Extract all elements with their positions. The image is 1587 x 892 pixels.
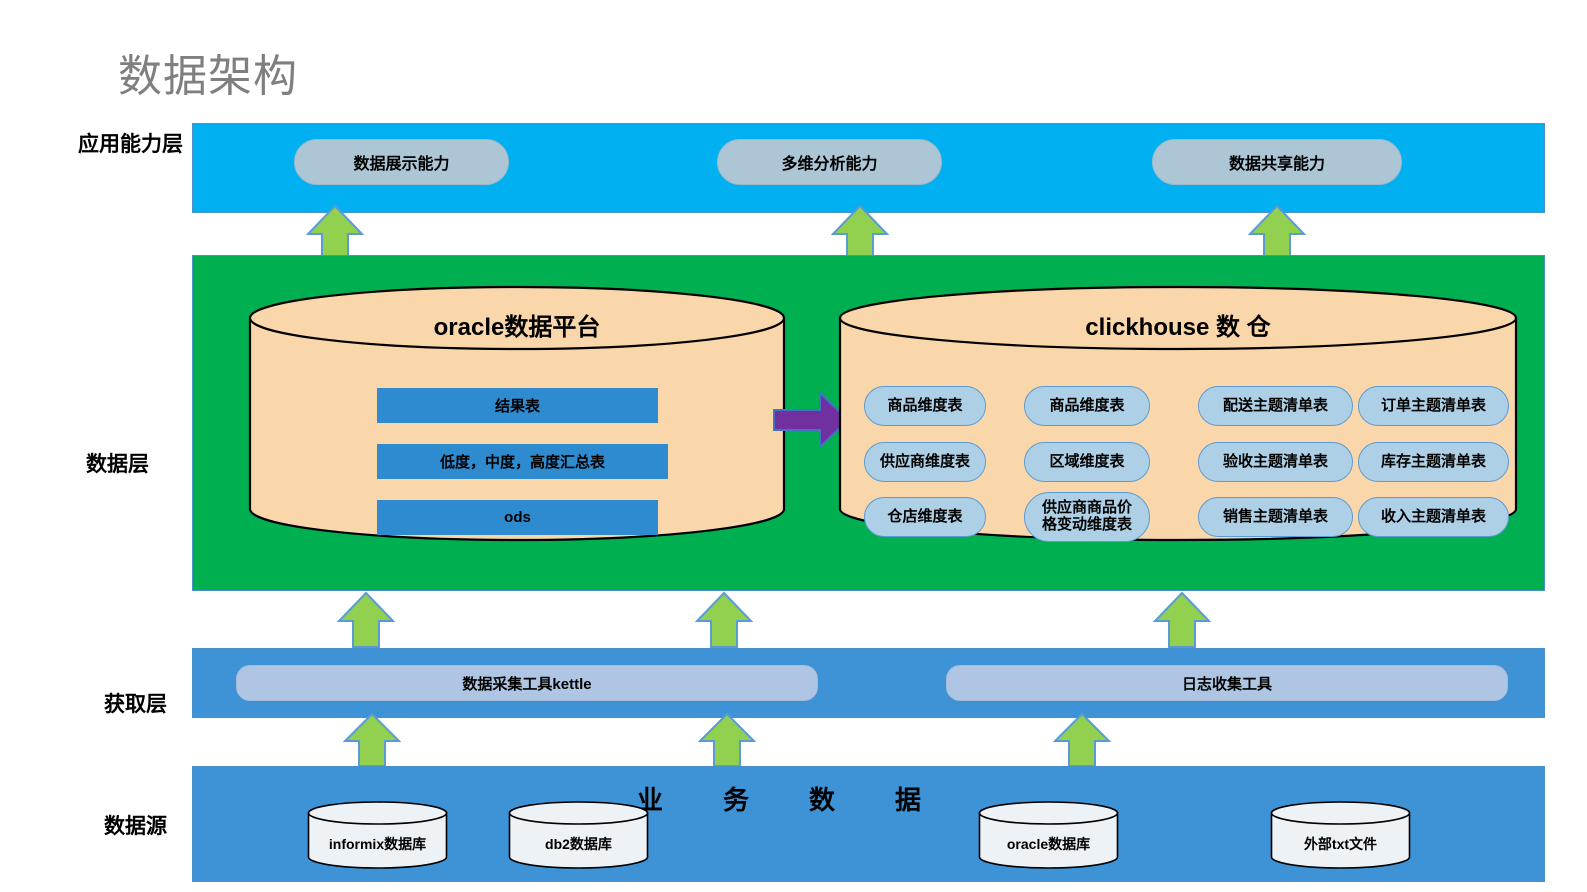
- source-db-label: oracle数据库: [1006, 836, 1091, 852]
- capability-label: 数据共享能力: [1228, 156, 1325, 173]
- clickhouse-warehouse-cylinder: [838, 285, 1518, 542]
- clickhouse-pill-label: 配送主题清单表: [1222, 396, 1328, 414]
- oracle-table-summary[interactable]: 低度，中度，高度汇总表: [377, 444, 668, 479]
- clickhouse-pill-8[interactable]: 库存主题清单表: [1358, 442, 1509, 482]
- clickhouse-cylinder-title: clickhouse 数 仓: [1085, 314, 1271, 341]
- capability-label: 数据展示能力: [353, 156, 450, 173]
- clickhouse-pill-5[interactable]: 供应商维度表: [864, 442, 986, 482]
- clickhouse-pill-label: 销售主题清单表: [1222, 507, 1328, 525]
- clickhouse-pill-1[interactable]: 商品维度表: [864, 386, 986, 426]
- clickhouse-pill-label: 供应商商品价格变动维度表: [1041, 499, 1132, 533]
- capability-data-presentation[interactable]: 数据展示能力: [294, 139, 509, 185]
- up-arrow-acquisition-to-data-2: [694, 591, 754, 649]
- clickhouse-pill-label: 收入主题清单表: [1380, 507, 1486, 525]
- source-db-label: db2数据库: [545, 836, 612, 852]
- clickhouse-pill-4[interactable]: 订单主题清单表: [1358, 386, 1509, 426]
- up-arrow-source-to-acquisition-2: [697, 712, 757, 768]
- clickhouse-pill-label: 商品维度表: [1049, 396, 1125, 414]
- up-arrow-source-to-acquisition-1: [342, 712, 402, 768]
- clickhouse-pill-label: 订单主题清单表: [1380, 396, 1486, 414]
- clickhouse-pill-label: 区域维度表: [1049, 452, 1125, 470]
- source-db-external-txt[interactable]: 外部txt文件: [1270, 801, 1411, 869]
- capability-multidim-analysis[interactable]: 多维分析能力: [717, 139, 942, 185]
- layer-label-data: 数据层: [86, 453, 149, 476]
- oracle-table-ods[interactable]: ods: [377, 500, 658, 535]
- acquisition-tool-label: 数据采集工具kettle: [462, 675, 592, 693]
- clickhouse-pill-11[interactable]: 销售主题清单表: [1198, 497, 1353, 537]
- capability-data-sharing[interactable]: 数据共享能力: [1152, 139, 1402, 185]
- clickhouse-pill-12[interactable]: 收入主题清单表: [1358, 497, 1509, 537]
- layer-label-application: 应用能力层: [78, 133, 183, 156]
- clickhouse-pill-9[interactable]: 仓店维度表: [864, 497, 986, 537]
- oracle-data-platform-cylinder: [248, 285, 786, 542]
- clickhouse-pill-10[interactable]: 供应商商品价格变动维度表: [1024, 492, 1150, 542]
- flow-arrow-oracle-to-clickhouse: [772, 390, 850, 450]
- source-db-db2[interactable]: db2数据库: [508, 801, 649, 869]
- clickhouse-pill-7[interactable]: 验收主题清单表: [1198, 442, 1353, 482]
- up-arrow-acquisition-to-data-3: [1152, 591, 1212, 649]
- page-title: 数据架构: [118, 52, 298, 101]
- up-arrow-acquisition-to-data-1: [336, 591, 396, 649]
- source-heading: 业务数据: [637, 785, 982, 815]
- source-db-oracle[interactable]: oracle数据库: [978, 801, 1119, 869]
- up-arrow-source-to-acquisition-3: [1052, 712, 1112, 768]
- oracle-table-result[interactable]: 结果表: [377, 388, 658, 423]
- oracle-table-label: 低度，中度，高度汇总表: [439, 454, 605, 471]
- oracle-table-label: 结果表: [494, 398, 540, 415]
- clickhouse-pill-label: 供应商维度表: [879, 452, 970, 470]
- clickhouse-pill-label: 库存主题清单表: [1380, 452, 1486, 470]
- clickhouse-pill-label: 验收主题清单表: [1222, 452, 1328, 470]
- clickhouse-pill-3[interactable]: 配送主题清单表: [1198, 386, 1353, 426]
- source-db-label: informix数据库: [328, 836, 427, 852]
- clickhouse-pill-6[interactable]: 区域维度表: [1024, 442, 1150, 482]
- oracle-cylinder-title: oracle数据平台: [433, 314, 601, 341]
- source-db-informix[interactable]: informix数据库: [307, 801, 448, 869]
- capability-label: 多维分析能力: [781, 156, 878, 173]
- acquisition-tool-kettle[interactable]: 数据采集工具kettle: [236, 665, 818, 701]
- source-db-label: 外部txt文件: [1303, 836, 1378, 852]
- acquisition-tool-log-collector[interactable]: 日志收集工具: [946, 665, 1508, 701]
- acquisition-tool-label: 日志收集工具: [1181, 675, 1272, 693]
- layer-label-acquisition: 获取层: [104, 693, 167, 716]
- clickhouse-pill-label: 仓店维度表: [887, 507, 963, 525]
- layer-label-source: 数据源: [104, 815, 167, 838]
- oracle-table-label: ods: [504, 509, 531, 526]
- clickhouse-pill-label: 商品维度表: [887, 396, 963, 414]
- clickhouse-pill-2[interactable]: 商品维度表: [1024, 386, 1150, 426]
